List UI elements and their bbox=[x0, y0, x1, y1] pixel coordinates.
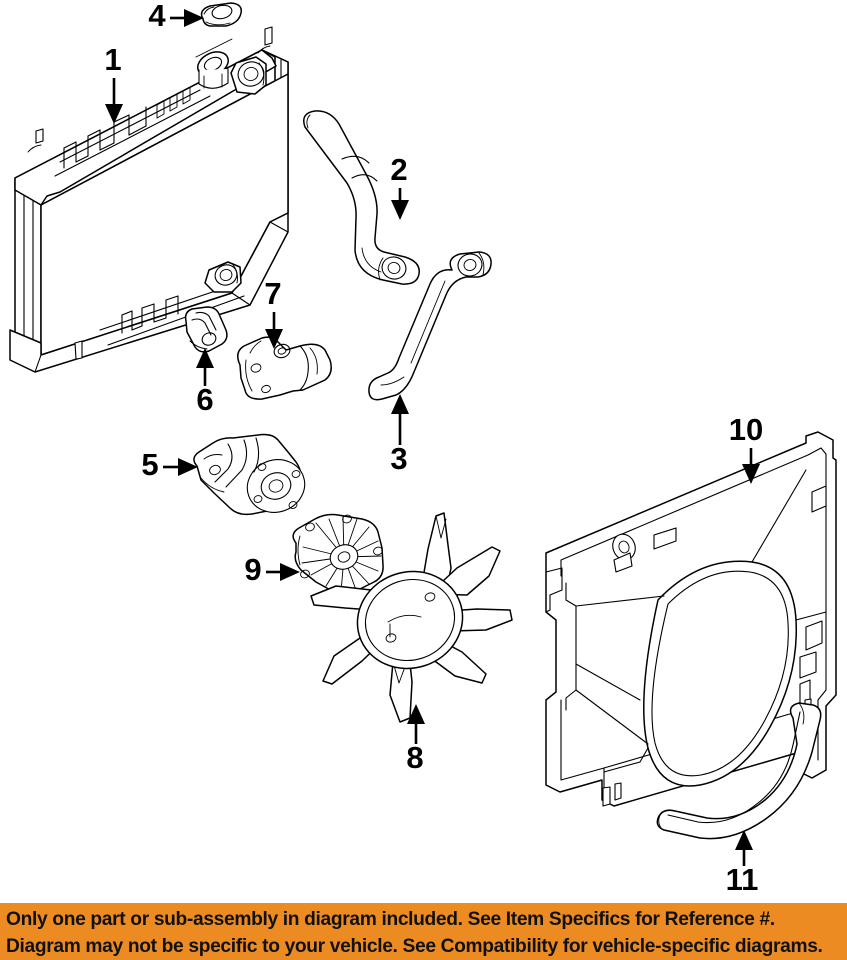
callout-8-label: 8 bbox=[406, 740, 423, 775]
part-upper-radiator-hose bbox=[303, 110, 420, 285]
callout-3: 3 bbox=[390, 394, 409, 476]
callout-6-label: 6 bbox=[196, 382, 213, 417]
part-thermostat-housing bbox=[237, 336, 332, 400]
callout-4-label: 4 bbox=[148, 0, 166, 33]
callout-5: 5 bbox=[141, 447, 198, 482]
callout-1: 1 bbox=[104, 42, 123, 124]
part-water-pump bbox=[292, 513, 384, 595]
callout-1-label: 1 bbox=[104, 42, 121, 77]
callout-10: 10 bbox=[729, 412, 763, 484]
callout-7-label: 7 bbox=[264, 276, 281, 311]
callout-2: 2 bbox=[390, 152, 409, 220]
callout-11-label: 11 bbox=[726, 862, 759, 897]
callout-2-label: 2 bbox=[390, 152, 407, 187]
callout-10-label: 10 bbox=[729, 412, 763, 447]
callout-8: 8 bbox=[406, 704, 425, 775]
disclaimer-line-2: Diagram may not be specific to your vehi… bbox=[6, 934, 823, 957]
part-water-pump-housing bbox=[193, 433, 306, 516]
part-radiator-cap bbox=[200, 2, 243, 27]
part-fan-shroud-lower-seal bbox=[656, 702, 822, 840]
callout-7: 7 bbox=[264, 276, 283, 349]
part-lower-radiator-hose bbox=[368, 251, 492, 401]
disclaimer-line-1: Only one part or sub-assembly in diagram… bbox=[6, 907, 775, 930]
callout-9-label: 9 bbox=[244, 552, 261, 587]
disclaimer-banner: Only one part or sub-assembly in diagram… bbox=[0, 903, 847, 960]
callout-4: 4 bbox=[148, 0, 204, 33]
part-coolant-temperature-sensor bbox=[184, 306, 228, 353]
part-cooling-fan-blade bbox=[310, 512, 513, 723]
callout-5-label: 5 bbox=[141, 447, 158, 482]
callout-11: 11 bbox=[726, 830, 759, 897]
part-radiator bbox=[9, 26, 289, 373]
part-fan-shroud bbox=[545, 431, 837, 807]
callout-3-label: 3 bbox=[390, 441, 407, 476]
callout-6: 6 bbox=[196, 348, 214, 417]
callout-9: 9 bbox=[244, 552, 300, 587]
parts-diagram-illustration: 1 2 3 4 5 6 bbox=[9, 0, 837, 897]
